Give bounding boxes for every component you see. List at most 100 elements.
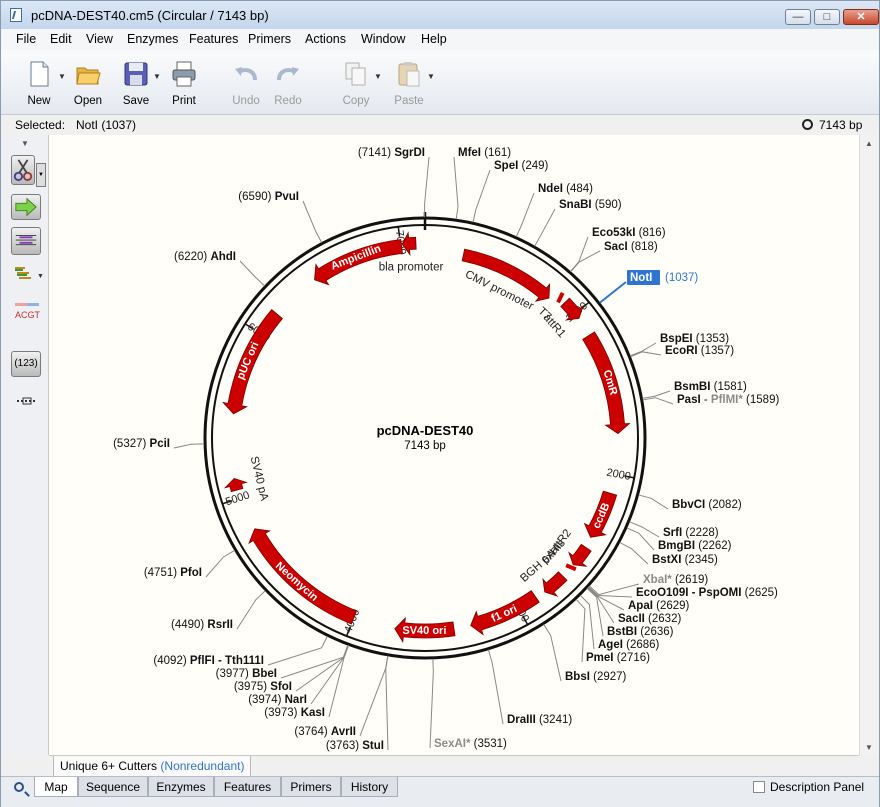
minimize-button[interactable]: — (785, 9, 811, 25)
enzyme-site-bsmbi[interactable]: BsmBI (1581) (674, 381, 747, 393)
enzyme-site-srfi[interactable]: SrfI (2228) (663, 527, 719, 539)
scroll-down-arrow-icon[interactable]: ▼ (865, 743, 873, 752)
tab-map[interactable]: Map (34, 777, 78, 797)
enzyme-leader-bsmbi (642, 390, 671, 399)
vertical-scrollbar[interactable]: ▲ ▼ (859, 135, 879, 755)
enzyme-site-xbai-[interactable]: XbaI* (2619) (643, 574, 708, 586)
tab-history[interactable]: History (341, 777, 398, 797)
paste-dropdown-icon[interactable]: ▼ (427, 72, 435, 81)
map-canvas[interactable]: 1000200030004000500060007000CMV promoter… (49, 135, 859, 755)
enzyme-site-draiii[interactable]: DraIII (3241) (507, 714, 572, 726)
enzyme-site-sexai-[interactable]: SexAI* (3531) (434, 738, 507, 750)
enzyme-site-avrii[interactable]: (3764) AvrII (294, 726, 356, 738)
scroll-up-arrow-icon[interactable]: ▲ (865, 139, 873, 148)
enzyme-site-sacii[interactable]: SacII (2632) (618, 613, 681, 625)
enzyme-site-sfoi[interactable]: (3975) SfoI (234, 681, 292, 693)
menu-help[interactable]: Help (421, 32, 447, 46)
show-orfs-button[interactable] (11, 227, 41, 255)
copy-dropdown-icon[interactable]: ▼ (374, 72, 382, 81)
enzyme-site-pfoi[interactable]: (4751) PfoI (144, 567, 202, 579)
enzyme-site-bmgbi[interactable]: BmgBI (2262) (658, 540, 732, 552)
menu-file[interactable]: File (16, 32, 37, 46)
enzyme-set-panel: Unique 6+ Cutters (Nonredundant) (49, 755, 859, 777)
save-button[interactable]: Save (111, 54, 161, 112)
save-dropdown-icon[interactable]: ▼ (153, 72, 161, 81)
selected-enzyme-leader (599, 281, 627, 304)
enzyme-site-pcii[interactable]: (5327) PciI (113, 438, 170, 450)
ruler-icon[interactable] (15, 396, 39, 406)
tab-primers[interactable]: Primers (281, 777, 341, 797)
minimize-icon: — (792, 11, 804, 23)
plasmid-map[interactable]: 1000200030004000500060007000CMV promoter… (49, 135, 859, 755)
open-button[interactable]: Open (63, 54, 113, 112)
primers-icon[interactable]: ▼ (13, 265, 43, 283)
enzyme-site-snabi[interactable]: SnaBI (590) (559, 199, 622, 211)
enzyme-leader-bstbi (586, 587, 604, 637)
tab-sequence[interactable]: Sequence (78, 777, 148, 797)
maximize-button[interactable]: □ (814, 9, 840, 25)
enzyme-site-mfei[interactable]: MfeI (161) (458, 147, 511, 159)
enzyme-site-apai[interactable]: ApaI (2629) (628, 600, 690, 612)
close-button[interactable]: ✕ (843, 9, 879, 25)
enzyme-site-pmei[interactable]: PmeI (2716) (586, 652, 650, 664)
enzyme-site-bspei[interactable]: BspEI (1353) (660, 333, 729, 345)
enzyme-site-ecoo109i-pspomi[interactable]: EcoO109I - PspOMI (2625) (636, 587, 778, 599)
search-icon[interactable] (14, 782, 24, 792)
copy-icon (345, 62, 366, 86)
print-button[interactable]: Print (159, 54, 209, 112)
enzyme-leader-saci (570, 250, 601, 273)
enzyme-site-spei[interactable]: SpeI (249) (494, 160, 549, 172)
menu-view[interactable]: View (86, 32, 113, 46)
enzyme-site-ndei[interactable]: NdeI (484) (538, 183, 593, 195)
undo-button[interactable]: Undo (221, 54, 271, 112)
menu-actions[interactable]: Actions (305, 32, 346, 46)
redo-button[interactable]: Redo (263, 54, 313, 112)
enzyme-site-bbsi[interactable]: BbsI (2927) (565, 671, 627, 683)
toolbar: New ▼ Open Save ▼ Print Undo Redo Copy ▼ (1, 50, 879, 115)
enzyme-site-bstbi[interactable]: BstBI (2636) (607, 626, 674, 638)
enzyme-site-ahdi[interactable]: (6220) AhdI (174, 251, 236, 263)
tab-features[interactable]: Features (214, 777, 281, 797)
enzyme-site-bbvci[interactable]: BbvCI (2082) (672, 499, 742, 511)
menu-enzymes[interactable]: Enzymes (127, 32, 179, 46)
enzyme-site-saci[interactable]: SacI (818) (604, 241, 658, 253)
enzyme-set-mode[interactable]: (Nonredundant) (160, 759, 245, 773)
enzyme-site-bbei[interactable]: (3977) BbeI (216, 668, 277, 680)
dna-sequence-icon[interactable]: ACGT (13, 301, 43, 323)
enzyme-dropdown-icon[interactable]: ▼ (36, 163, 46, 187)
paste-button[interactable]: Paste (384, 54, 434, 112)
enzyme-site-stui[interactable]: (3763) StuI (326, 740, 384, 752)
new-dropdown-icon[interactable]: ▼ (58, 72, 66, 81)
paste-icon (398, 62, 420, 87)
enzyme-site-nari[interactable]: (3974) NarI (248, 694, 307, 706)
enzyme-site-pvui[interactable]: (6590) PvuI (238, 191, 299, 203)
enzyme-site-rsrii[interactable]: (4490) RsrII (171, 619, 233, 631)
new-button[interactable]: New (14, 54, 64, 112)
menu-primers[interactable]: Primers (248, 32, 292, 46)
folder-icon (76, 67, 101, 85)
menu-window[interactable]: Window (361, 32, 406, 46)
description-panel-checkbox[interactable] (753, 781, 765, 793)
enzyme-site-bstxi[interactable]: BstXI (2345) (652, 554, 718, 566)
enzyme-site-sgrdi[interactable]: (7141) SgrDI (358, 147, 425, 159)
enzyme-set-tab[interactable]: Unique 6+ Cutters (Nonredundant) (53, 756, 252, 777)
enzyme-site-kasi[interactable]: (3973) KasI (264, 707, 325, 719)
enzyme-site-ecori[interactable]: EcoRI (1357) (665, 345, 734, 357)
enzyme-cut-button[interactable] (11, 155, 35, 185)
copy-button[interactable]: Copy (331, 54, 381, 112)
description-panel-label: Description Panel (770, 780, 865, 794)
menu-features[interactable]: Features (189, 32, 239, 46)
menu-edit[interactable]: Edit (50, 32, 72, 46)
window-title: pcDNA-DEST40.cm5 (Circular / 7143 bp) (31, 8, 269, 23)
enzyme-site-pasi[interactable]: PasI - PflMI* (1589) (677, 394, 779, 406)
enzyme-site-eco53ki[interactable]: Eco53kI (816) (592, 227, 666, 239)
tab-enzymes[interactable]: Enzymes (148, 777, 214, 797)
enzyme-site-pflfi-tth111i[interactable]: (4092) PflFI - Tth111I (153, 655, 264, 667)
collapse-arrow-icon[interactable]: ▼ (21, 139, 29, 148)
enzyme-leader-xbai- (588, 583, 640, 596)
numbers-button[interactable]: (123) (11, 351, 41, 377)
enzyme-site-agei[interactable]: AgeI (2686) (598, 639, 660, 651)
show-features-button[interactable] (11, 194, 41, 220)
enzyme-leader-apai (587, 586, 625, 611)
feature-neomycin (248, 528, 358, 625)
